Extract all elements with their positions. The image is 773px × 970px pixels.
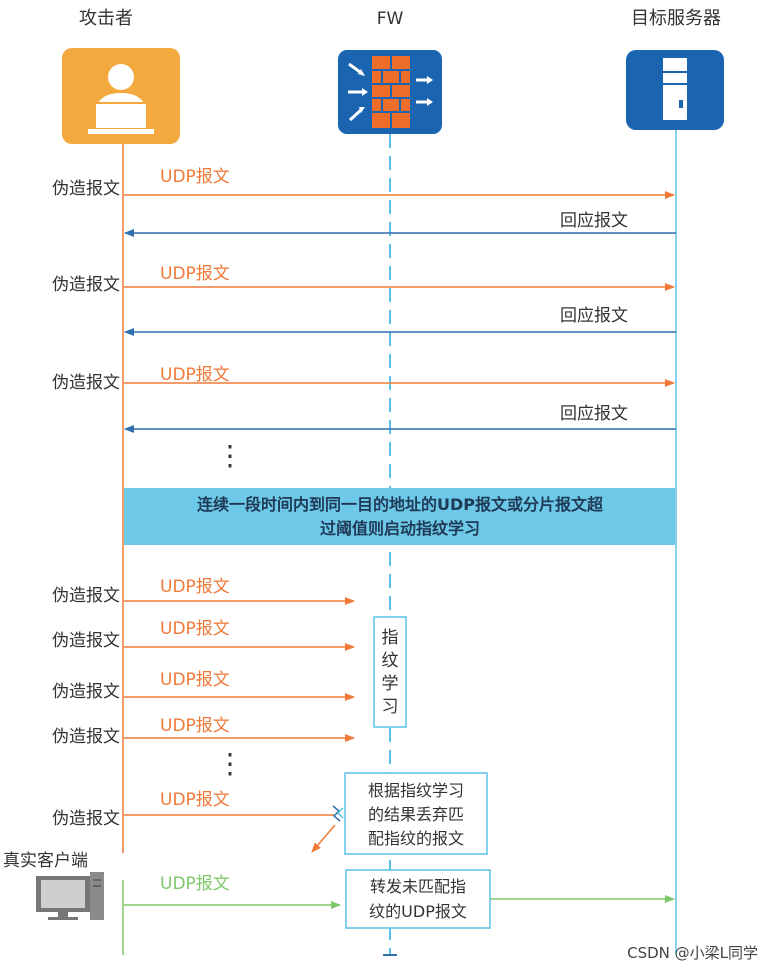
learning-char-2: 纹 [382, 651, 399, 671]
discard-box [344, 772, 488, 855]
discard-line-1: 根据指纹学习 [368, 781, 464, 800]
drop-arrow [311, 824, 336, 853]
udp-label-5: UDP报文 [160, 619, 230, 639]
forged-label-7: 伪造报文 [52, 727, 120, 747]
learning-box [373, 616, 407, 728]
learning-char-4: 习 [382, 697, 399, 717]
udp-label-green: UDP报文 [160, 874, 230, 894]
banner-line-1: 连续一段时间内到同一目的地址的UDP报文或分片报文超 [197, 495, 604, 514]
ellipsis-1: ⋮ [216, 439, 244, 472]
forged-label-3: 伪造报文 [52, 373, 120, 393]
client-title: 真实客户端 [3, 851, 88, 871]
response-label-1: 回应报文 [560, 211, 628, 231]
watermark: CSDN @小梁L同学 [627, 944, 758, 962]
udp-label-7: UDP报文 [160, 716, 230, 736]
discard-line-2: 的结果丢弃匹 [368, 805, 464, 824]
learning-char-3: 学 [382, 674, 399, 694]
udp-label-8: UDP报文 [160, 790, 230, 810]
firewall-icon [338, 50, 442, 134]
ellipsis-2: ⋮ [216, 747, 244, 780]
response-label-2: 回应报文 [560, 306, 628, 326]
server-icon [626, 50, 724, 130]
server-title: 目标服务器 [631, 8, 721, 29]
forged-label-6: 伪造报文 [52, 682, 120, 702]
udp-label-4: UDP报文 [160, 577, 230, 597]
client-computer-icon [36, 872, 104, 920]
udp-label-2: UDP报文 [160, 264, 230, 284]
udp-label-6: UDP报文 [160, 670, 230, 690]
discard-line-3: 配指纹的报文 [368, 829, 464, 848]
forged-label-2: 伪造报文 [52, 275, 120, 295]
forged-label-4: 伪造报文 [52, 586, 120, 606]
forged-label-1: 伪造报文 [52, 179, 120, 199]
drop-burst-icon [332, 805, 344, 822]
attacker-icon [62, 48, 180, 144]
attacker-title: 攻击者 [79, 8, 133, 29]
forward-line-1: 转发未匹配指 [370, 877, 466, 896]
forward-line-2: 纹的UDP报文 [369, 902, 467, 921]
udp-label-3: UDP报文 [160, 365, 230, 385]
udp-label-1: UDP报文 [160, 167, 230, 187]
threshold-banner [124, 488, 675, 545]
response-label-3: 回应报文 [560, 404, 628, 424]
firewall-title: FW [377, 9, 404, 29]
banner-line-2: 过阈值则启动指纹学习 [320, 519, 480, 538]
forged-label-8: 伪造报文 [52, 809, 120, 829]
forward-box [345, 869, 491, 929]
learning-char-1: 指 [382, 628, 399, 648]
forged-label-5: 伪造报文 [52, 631, 120, 651]
